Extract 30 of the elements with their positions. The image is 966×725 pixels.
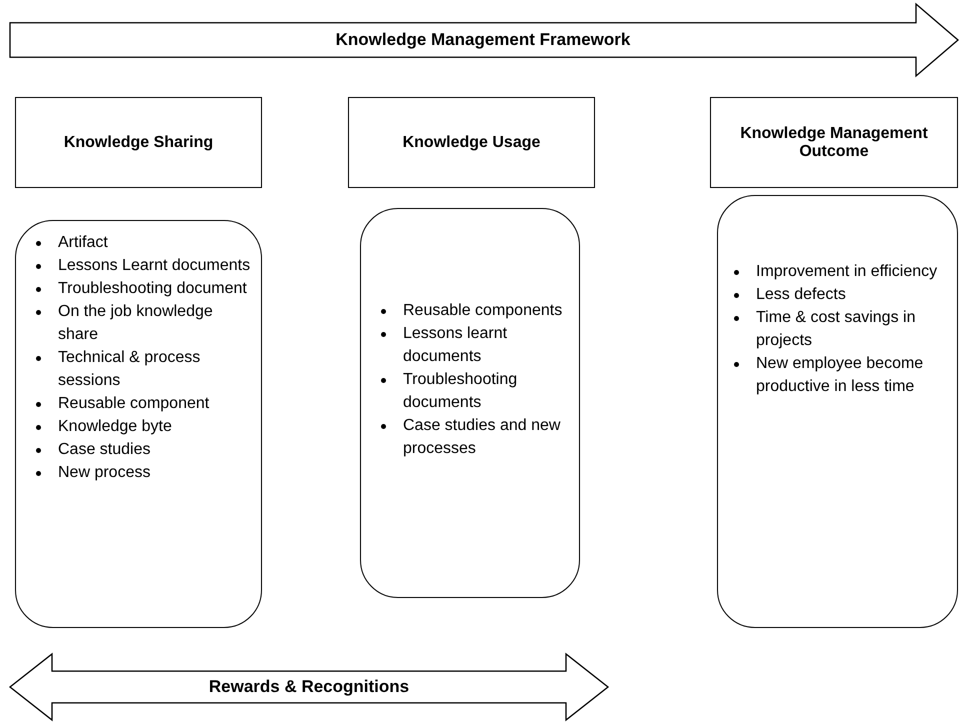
block-arrow: [8, 4, 958, 76]
bullet-text: Troubleshooting document: [58, 280, 247, 297]
bullet-text: Artifact: [58, 234, 108, 251]
bullet-text: Reusable component: [58, 395, 210, 412]
bullet-text: Technical & process sessions: [58, 349, 200, 389]
bullet-text: Lessons Learnt documents: [58, 257, 250, 274]
bullet-text: Case studies: [58, 441, 150, 458]
rounded-box: [360, 208, 580, 598]
bullet-text: Knowledge byte: [58, 418, 172, 435]
bullet-text: Reusable components: [403, 302, 562, 319]
bullet-text: Less defects: [756, 286, 846, 303]
bullet-text: Lessons learnt documents: [403, 325, 508, 365]
box-heading: Knowledge Usage: [402, 134, 540, 152]
bullet-text: New employee become productive in less time: [756, 355, 924, 395]
box-heading: Knowledge Sharing: [64, 134, 214, 152]
header-box: [15, 97, 262, 188]
header-box: [348, 97, 595, 188]
bullet-text: Troubleshooting documents: [403, 371, 518, 411]
bullet-text: New process: [58, 464, 150, 481]
bullet-text: Improvement in efficiency: [756, 263, 938, 280]
bullet-text: Case studies and new processes: [403, 417, 560, 457]
double-block-arrow: [10, 654, 608, 720]
rounded-box: [15, 220, 262, 628]
arrow-label: Rewards & Recognitions: [208, 677, 410, 697]
box-heading: Knowledge Management Outcome: [739, 124, 929, 160]
bullet-text: On the job knowledge share: [58, 303, 213, 343]
arrow-label: Knowledge Management Framework: [336, 30, 630, 50]
rounded-box: [717, 195, 958, 628]
bullet-text: Time & cost savings in projects: [756, 309, 916, 349]
header-box: [710, 97, 958, 188]
